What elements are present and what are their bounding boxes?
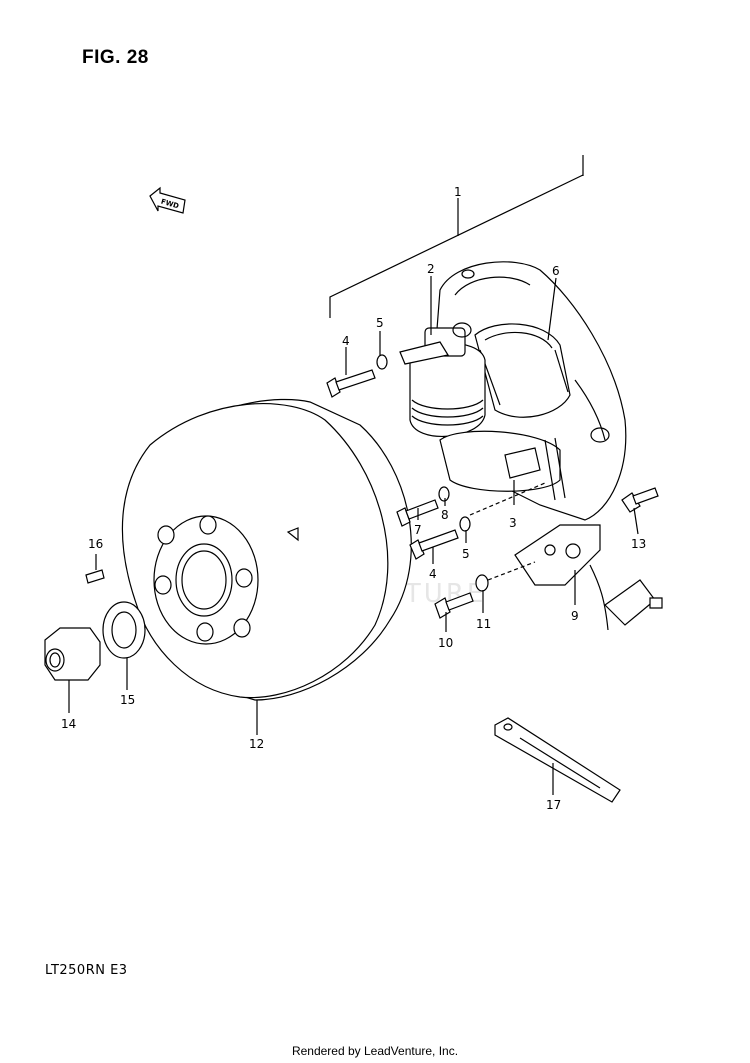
callout-4-lower: 4 bbox=[429, 567, 437, 581]
fwd-arrow-icon: FWD bbox=[149, 186, 186, 214]
callout-1: 1 bbox=[454, 185, 462, 199]
leader-lines bbox=[68, 276, 639, 795]
wire-clamp bbox=[494, 717, 621, 803]
callout-3: 3 bbox=[509, 516, 517, 530]
ignition-coil-upper bbox=[399, 322, 486, 438]
screw-4-lower bbox=[409, 529, 459, 560]
flywheel-nut bbox=[44, 627, 101, 681]
washer-8 bbox=[438, 486, 450, 502]
callout-8: 8 bbox=[441, 508, 449, 522]
callout-11: 11 bbox=[476, 617, 491, 631]
callout-10: 10 bbox=[438, 636, 453, 650]
footer-credit: Rendered by LeadVenture, Inc. bbox=[291, 1044, 459, 1058]
model-code: LT250RN E3 bbox=[45, 963, 128, 978]
callout-4-upper: 4 bbox=[342, 334, 350, 348]
callout-12: 12 bbox=[249, 737, 264, 751]
callout-7: 7 bbox=[414, 523, 422, 537]
callout-13: 13 bbox=[631, 537, 646, 551]
washer-5-upper bbox=[376, 354, 388, 370]
parts-diagram: LEADVENTURE FWD bbox=[44, 155, 663, 812]
callout-6: 6 bbox=[552, 264, 560, 278]
callout-2: 2 bbox=[427, 262, 435, 276]
callout-5-lower: 5 bbox=[462, 547, 470, 561]
callout-14: 14 bbox=[61, 717, 76, 731]
callout-15: 15 bbox=[120, 693, 135, 707]
callout-16: 16 bbox=[88, 537, 103, 551]
washer-5-lower bbox=[459, 516, 471, 532]
callout-5-upper: 5 bbox=[376, 316, 384, 330]
callout-17: 17 bbox=[546, 798, 561, 812]
figure-title: FIG. 28 bbox=[82, 47, 149, 68]
callout-9: 9 bbox=[571, 609, 579, 623]
screw-7 bbox=[396, 499, 439, 527]
pickup-coil bbox=[514, 524, 663, 631]
assembly-bracket bbox=[329, 155, 584, 318]
bolt-13 bbox=[621, 487, 659, 513]
alignment-lines bbox=[469, 482, 546, 581]
woodruff-key bbox=[85, 569, 105, 584]
ignition-coil-lower bbox=[439, 430, 566, 501]
washer-11 bbox=[475, 574, 489, 592]
flywheel-rotor bbox=[121, 398, 412, 701]
screw-4-upper bbox=[326, 369, 376, 398]
flywheel-washer bbox=[102, 601, 146, 659]
